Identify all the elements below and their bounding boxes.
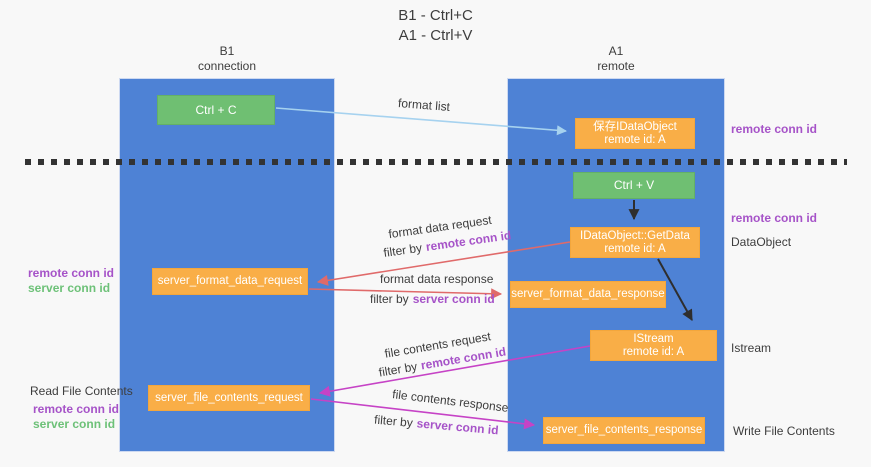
filter-by-text: filter by (370, 292, 409, 306)
filter-by-text: filter by (377, 359, 419, 380)
node-server-file-contents-response: server_file_contents_response (543, 417, 705, 444)
label-server-conn-id-left-bottom: server conn id (33, 417, 116, 431)
filter-by-text: filter by (382, 240, 423, 260)
diagram-title: B1 - Ctrl+C A1 - Ctrl+V (0, 6, 871, 46)
lifeline-header-b1: B1 connection (119, 44, 335, 74)
label-read-file-contents: Read File Contents (30, 384, 133, 398)
node-server-file-contents-request: server_file_contents_request (148, 385, 310, 411)
node-server-format-data-request: server_format_data_request (152, 268, 308, 295)
node-idataobject-getdata: IDataObject::GetData remote id: A (570, 227, 700, 258)
label-istream-side: Istream (731, 341, 772, 355)
label-dataobject: DataObject (731, 235, 792, 249)
server-conn-id-text: server conn id (412, 292, 495, 306)
node-save-idataobject-id: remote id: A (604, 133, 666, 146)
lifeline-header-a1: A1 remote (507, 44, 725, 74)
node-istream-id: remote id: A (622, 345, 685, 358)
label-format-list: format list (397, 96, 451, 114)
filter-by-text: filter by (373, 412, 414, 430)
label-remote-conn-id-right-mid: remote conn id (731, 211, 818, 225)
label-remote-conn-id-left-bottom: remote conn id (33, 402, 120, 416)
label-remote-conn-id-right-top: remote conn id (731, 122, 818, 136)
node-server-format-data-response: server_format_data_response (510, 281, 666, 308)
node-save-idataobject-title: 保存IDataObject (593, 120, 677, 133)
label-file-contents-response: file contents response (391, 387, 510, 415)
node-ctrl-c: Ctrl + C (157, 95, 275, 125)
node-file-response-label: server_file_contents_response (545, 424, 703, 436)
node-istream: IStream remote id: A (590, 330, 717, 361)
node-getdata-id: remote id: A (604, 242, 666, 255)
node-ctrl-v-label: Ctrl + V (613, 178, 655, 192)
label-server-conn-id-left-mid: server conn id (28, 281, 111, 295)
node-getdata-title: IDataObject::GetData (580, 229, 690, 242)
node-file-request-label: server_file_contents_request (155, 391, 303, 404)
node-ctrl-c-label: Ctrl + C (195, 102, 237, 117)
label-remote-conn-id-left-mid: remote conn id (28, 266, 115, 280)
node-ctrl-v: Ctrl + V (573, 172, 695, 199)
node-istream-title: IStream (633, 332, 674, 345)
title-line-2: A1 - Ctrl+V (398, 27, 473, 44)
node-format-request-label: server_format_data_request (157, 275, 303, 287)
node-save-idataobject: 保存IDataObject remote id: A (575, 118, 695, 149)
lifeline-b1-name: B1 (219, 44, 235, 58)
node-format-response-label: server_format_data_response (511, 288, 665, 300)
label-write-file-contents: Write File Contents (733, 424, 835, 438)
lifeline-a1-role: remote (597, 59, 635, 73)
lifeline-b1-role: connection (197, 59, 257, 73)
title-line-1: B1 - Ctrl+C (398, 7, 473, 24)
lifeline-a1-name: A1 (608, 44, 624, 58)
label-format-data-response: format data response (380, 272, 494, 286)
server-conn-id-text: server conn id (416, 416, 500, 438)
